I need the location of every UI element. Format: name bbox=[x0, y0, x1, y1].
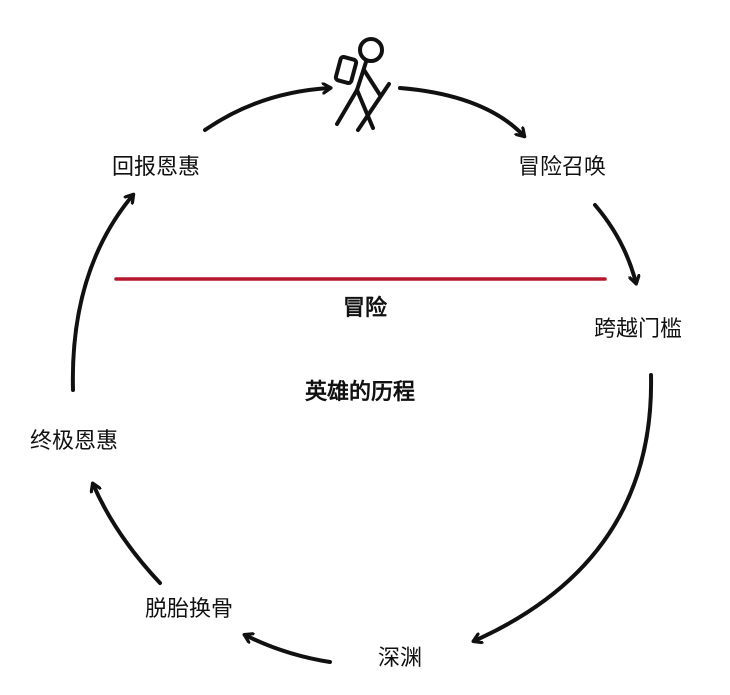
arrow-boon-to-return bbox=[70, 195, 133, 392]
arrow-return-to-hero bbox=[203, 88, 330, 132]
arrow-call-to-threshold bbox=[593, 203, 636, 283]
stage-label-transformation: 脱胎换骨 bbox=[145, 597, 234, 622]
arrow-hero-to-call bbox=[398, 86, 524, 136]
threshold-label: 冒险 bbox=[343, 296, 388, 321]
stage-label-call-to-adventure: 冒险召唤 bbox=[518, 155, 607, 180]
stage-label-return-boon: 回报恩惠 bbox=[112, 155, 201, 180]
arrow-transformation-to-boon bbox=[93, 484, 162, 585]
diagram-title: 英雄的历程 bbox=[305, 380, 416, 405]
stage-label-abyss: 深渊 bbox=[378, 646, 423, 671]
arrow-threshold-to-abyss bbox=[474, 373, 654, 641]
stage-label-crossing-threshold: 跨越门槛 bbox=[594, 317, 683, 342]
arrow-abyss-to-transformation bbox=[245, 635, 332, 664]
stage-label-ultimate-boon: 终极恩惠 bbox=[30, 429, 119, 454]
hiker-icon bbox=[333, 37, 391, 132]
